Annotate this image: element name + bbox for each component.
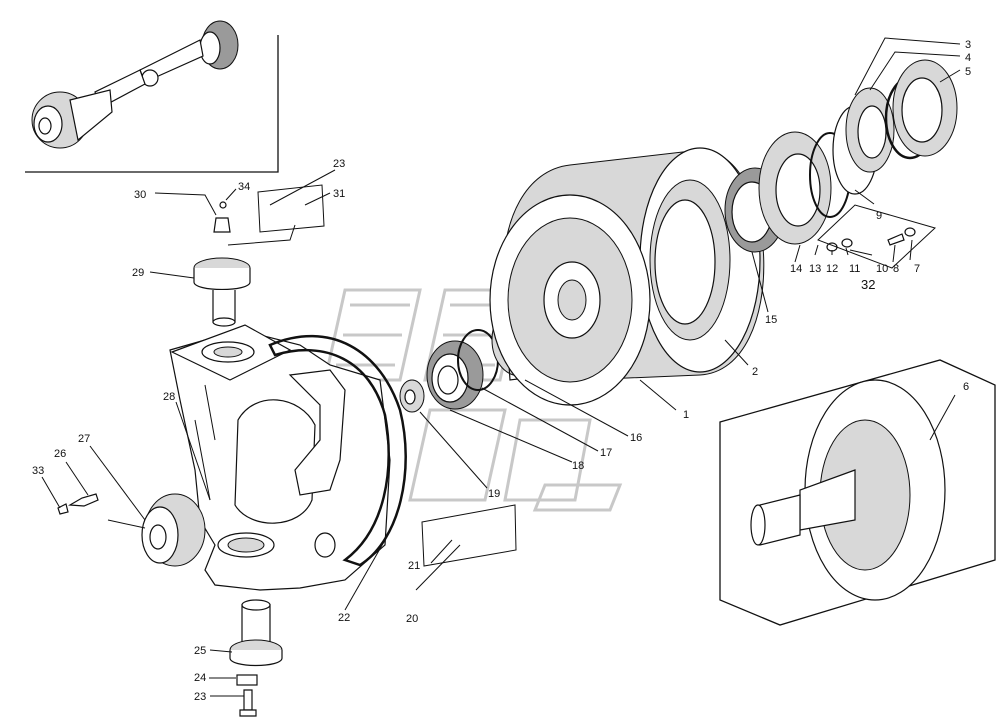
callout-22: 22 <box>338 612 350 624</box>
callout-17: 17 <box>600 447 612 459</box>
axle-assembly-inset <box>25 20 279 173</box>
callout-1: 1 <box>683 409 689 421</box>
callout-21: 21 <box>408 560 420 572</box>
fasteners <box>826 227 916 252</box>
callout-32: 32 <box>861 277 875 292</box>
wheel-hub-with-ring-gear <box>489 147 765 406</box>
callout-23-bottom: 23 <box>194 691 206 703</box>
callout-3: 3 <box>965 39 971 51</box>
callout-27: 27 <box>78 433 90 445</box>
callout-9: 9 <box>876 210 882 222</box>
callout-6: 6 <box>963 381 969 393</box>
callout-28: 28 <box>163 391 175 403</box>
callout-31: 31 <box>333 188 345 200</box>
drive-flange-inset <box>719 359 996 626</box>
callout-4: 4 <box>965 52 971 64</box>
callout-10: 10 <box>876 263 888 275</box>
callout-34: 34 <box>238 181 250 193</box>
gasket-ring <box>268 335 407 567</box>
bolt-plate-box <box>257 184 325 233</box>
callout-29: 29 <box>132 267 144 279</box>
callout-20: 20 <box>406 613 418 625</box>
seal-rings <box>832 59 958 195</box>
callout-12: 12 <box>826 263 838 275</box>
side-hub <box>57 493 206 567</box>
king-pin-upper <box>193 201 251 327</box>
bolt-box-20-21 <box>421 504 517 567</box>
callout-labels: 1 2 3 4 5 6 7 8 9 10 11 12 13 14 15 16 1… <box>32 39 971 703</box>
callout-5: 5 <box>965 66 971 78</box>
callout-16: 16 <box>630 432 642 444</box>
leader-lines <box>41 37 961 697</box>
callout-33: 33 <box>32 465 44 477</box>
callout-24: 24 <box>194 672 206 684</box>
callout-23-top: 23 <box>333 158 345 170</box>
steering-knuckle-housing <box>169 324 391 591</box>
callout-14: 14 <box>790 263 802 275</box>
callout-19: 19 <box>488 488 500 500</box>
callout-18: 18 <box>572 460 584 472</box>
callout-2: 2 <box>752 366 758 378</box>
callout-25: 25 <box>194 645 206 657</box>
outer-bearing-stack <box>724 131 851 253</box>
callout-30: 30 <box>134 189 146 201</box>
callout-13: 13 <box>809 263 821 275</box>
callout-15: 15 <box>765 314 777 326</box>
king-pin-lower <box>229 599 283 717</box>
callout-8: 8 <box>893 263 899 275</box>
callout-11: 11 <box>849 263 860 275</box>
callout-7: 7 <box>914 263 920 275</box>
fastener-box-32 <box>817 204 936 269</box>
callout-26: 26 <box>54 448 66 460</box>
